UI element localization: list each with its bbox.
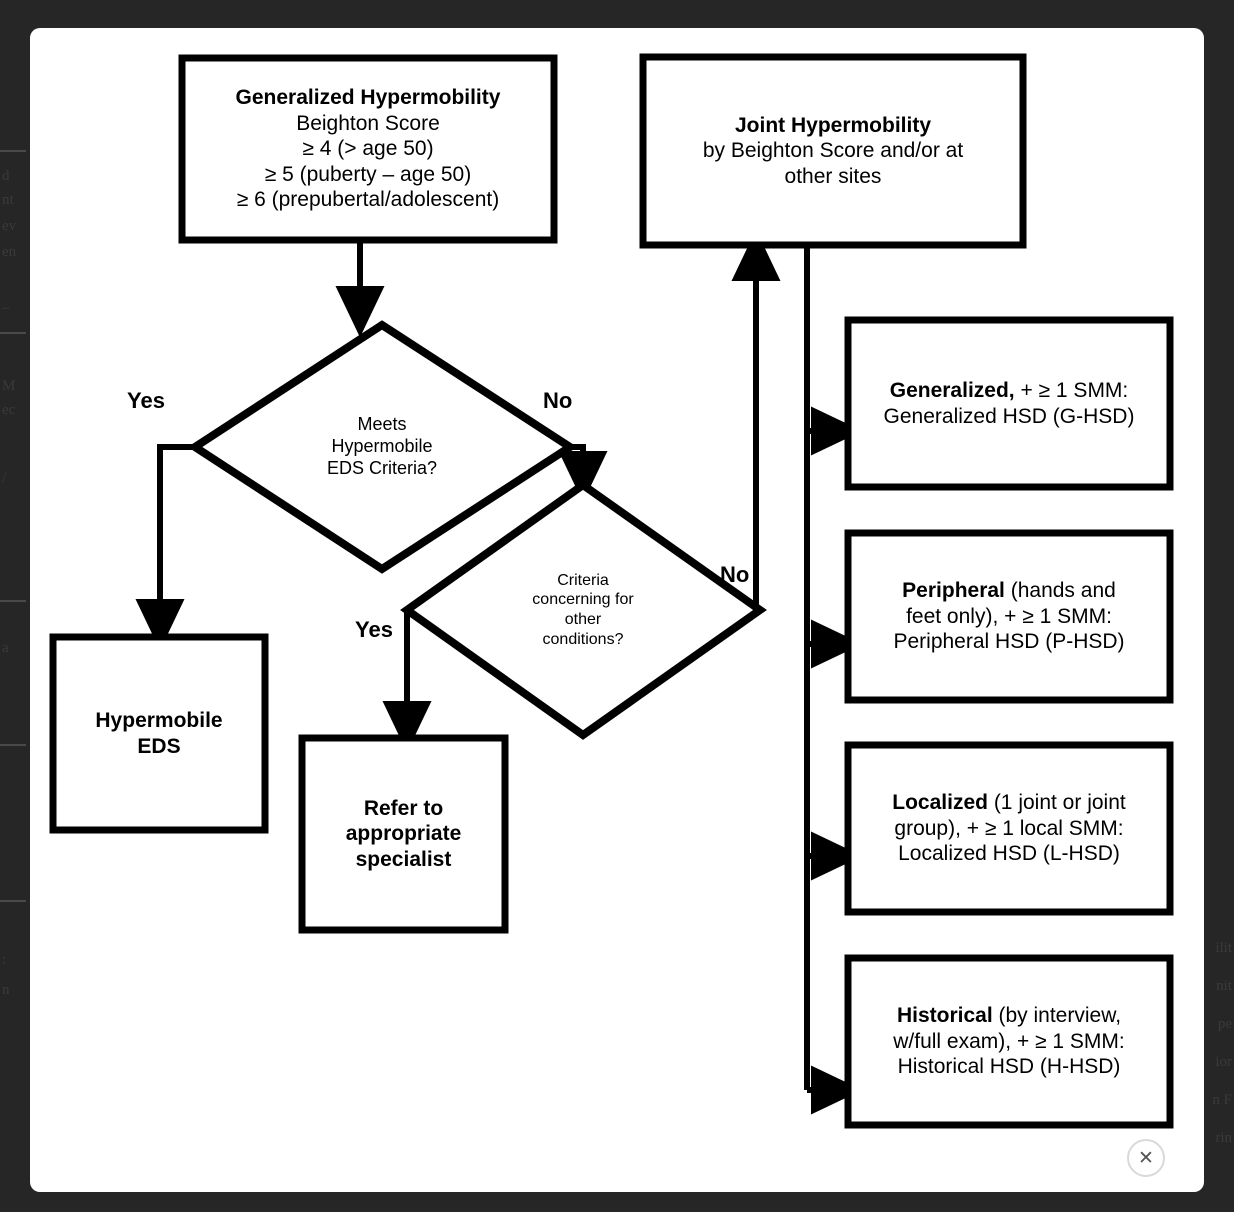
node-line: Hypermobile [95, 708, 223, 732]
bg-fragment: rin [1215, 1130, 1232, 1146]
node-line: Generalized Hypermobility [235, 85, 501, 109]
node-line-bold: Generalized, [889, 378, 1015, 402]
bg-fragment: nt [2, 192, 14, 208]
node-line: specialist [355, 847, 452, 871]
bg-fragment: : [2, 952, 7, 968]
node-generalized-hsd-shape [844, 316, 1174, 491]
node-generalized-hypermobility-shape [178, 54, 558, 244]
close-glyph: ✕ [1138, 1146, 1154, 1169]
bg-fragment: nit [1216, 978, 1232, 994]
node-line-rest: (by interview, [992, 1004, 1122, 1028]
node-line: ≥ 6 (prepubertal/adolescent) [236, 188, 500, 212]
node-line: w/full exam), + ≥ 1 SMM: [893, 1029, 1125, 1053]
node-line: group), + ≥ 1 local SMM: [894, 816, 1124, 840]
node-line-rest: (1 joint or joint [987, 791, 1126, 815]
node-joint-hypermobility-shape [639, 53, 1027, 249]
node-line: Hypermobile [331, 436, 433, 457]
node-line: ≥ 4 (> age 50) [302, 137, 434, 161]
node-line: Generalized, + ≥ 1 SMM: [848, 378, 1170, 404]
bg-fragment: / [2, 470, 7, 486]
node-line: Historical (by interview, [848, 1003, 1170, 1029]
edge-label-no-eds: No [543, 388, 573, 413]
node-joint-hypermobility: Joint Hypermobility by Beighton Score an… [643, 57, 1023, 245]
node-line: ≥ 5 (puberty – age 50) [264, 162, 472, 186]
node-refer-specialist-shape [298, 734, 509, 934]
node-line: Localized HSD (L-HSD) [898, 842, 1120, 866]
node-line: Peripheral (hands and [848, 578, 1170, 604]
node-line: other [564, 611, 602, 628]
edge-label-no-criteria: No [720, 562, 750, 587]
node-hypermobile-eds: Hypermobile EDS [53, 637, 265, 830]
node-line: concerning for [532, 591, 634, 609]
bg-fragment: en [2, 244, 17, 260]
node-line-rest: (hands and [1004, 579, 1116, 603]
node-historical-hsd: Historical (by interview, w/full exam), … [848, 958, 1170, 1125]
node-line: appropriate [345, 822, 462, 846]
node-line: Beighton Score [296, 111, 440, 135]
node-line: by Beighton Score and/or at [702, 139, 964, 163]
node-line-bold: Peripheral [902, 579, 1005, 603]
edge-label-yes-eds: Yes [127, 388, 165, 413]
node-generalized-hypermobility: Generalized Hypermobility Beighton Score… [182, 58, 554, 240]
node-line: EDS Criteria? [326, 457, 438, 478]
bg-fragment: n F [1212, 1092, 1232, 1108]
bg-fragment: n [2, 982, 10, 998]
node-historical-hsd-shape [844, 954, 1174, 1129]
node-refer-specialist: Refer to appropriate specialist [302, 738, 505, 930]
node-line: Generalized HSD (G-HSD) [883, 404, 1135, 428]
bg-fragment: – [2, 300, 10, 316]
node-line: Meets [357, 414, 407, 435]
node-line: Historical HSD (H-HSD) [897, 1055, 1121, 1079]
node-localized-hsd-shape [844, 741, 1174, 916]
node-line: other sites [784, 164, 882, 188]
node-line-bold: Historical [896, 1004, 993, 1028]
close-icon[interactable]: ✕ [1127, 1139, 1165, 1177]
bg-fragment: ior [1215, 1054, 1232, 1070]
node-line-rest: + ≥ 1 SMM: [1014, 378, 1129, 402]
node-generalized-hsd: Generalized, + ≥ 1 SMM: Generalized HSD … [848, 320, 1170, 487]
modal-dialog: Generalized Hypermobility Beighton Score… [30, 28, 1204, 1192]
edge-label-yes-criteria: Yes [355, 617, 393, 642]
node-line: EDS [137, 734, 181, 758]
bg-fragment: M [2, 378, 16, 394]
node-hypermobile-eds-shape [49, 633, 269, 834]
node-peripheral-hsd-shape [844, 529, 1174, 704]
bg-fragment: ec [2, 402, 16, 418]
bg-fragment: d [2, 168, 10, 184]
node-line: Criteria [557, 571, 609, 589]
node-localized-hsd: Localized (1 joint or joint group), + ≥ … [848, 745, 1170, 912]
node-line: feet only), + ≥ 1 SMM: [906, 604, 1112, 628]
node-line: Refer to [363, 796, 444, 820]
flowchart-svg [49, 53, 1174, 1129]
node-line: conditions? [542, 630, 624, 648]
bg-fragment: ev [2, 218, 17, 234]
bg-fragment: ilit [1215, 940, 1232, 956]
node-criteria-concerning-shape [400, 480, 767, 740]
node-criteria-concerning: Criteria concerning for other conditions… [483, 540, 683, 680]
bg-fragment: pe [1217, 1016, 1232, 1032]
node-line: Localized (1 joint or joint [848, 790, 1170, 816]
node-line: Joint Hypermobility [734, 113, 932, 137]
node-line: Peripheral HSD (P-HSD) [893, 630, 1125, 654]
bg-fragment: a [2, 640, 9, 656]
flowchart-canvas: Generalized Hypermobility Beighton Score… [30, 28, 1204, 1192]
node-peripheral-hsd: Peripheral (hands and feet only), + ≥ 1 … [848, 533, 1170, 700]
node-meets-eds-criteria-shape [187, 320, 578, 574]
node-meets-eds-criteria: Meets Hypermobile EDS Criteria? [260, 377, 504, 517]
node-line-bold: Localized [892, 791, 988, 815]
